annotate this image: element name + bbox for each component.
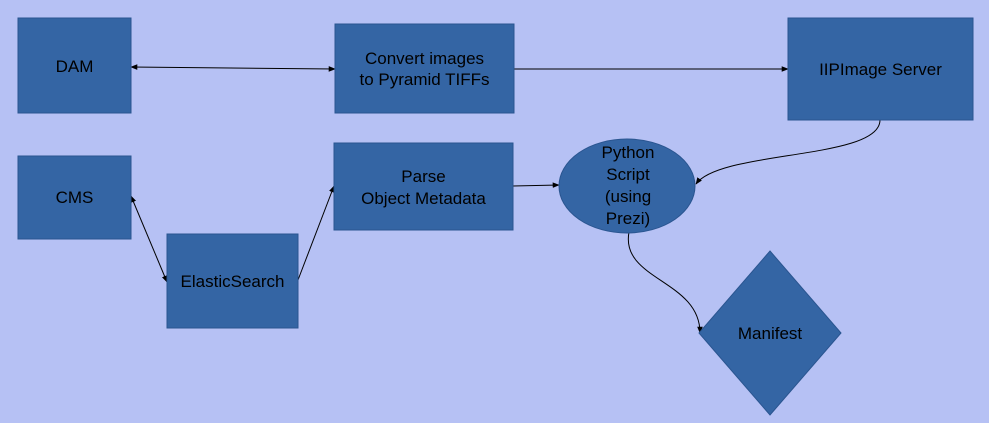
node-python-line3: (using [605, 187, 651, 206]
node-dam-label: DAM [56, 57, 94, 76]
edge-python-manifest [627, 231, 703, 334]
edge-parse-python [512, 182, 560, 188]
node-iip-label: IIPImage Server [819, 60, 942, 79]
node-parse-label-line2: Object Metadata [361, 189, 486, 208]
node-convert[interactable]: Convert images to Pyramid TIFFs [334, 23, 515, 114]
node-convert-label-line2: to Pyramid TIFFs [359, 70, 489, 89]
node-elastic[interactable]: ElasticSearch [166, 233, 299, 329]
node-convert-label-line1: Convert images [365, 49, 484, 68]
nodes: DAM Convert images to Pyramid TIFFs IIPI… [17, 17, 974, 416]
node-dam[interactable]: DAM [17, 17, 132, 114]
edge-iip-python [695, 119, 881, 185]
node-manifest[interactable]: Manifest [698, 250, 842, 416]
node-elastic-label: ElasticSearch [181, 272, 285, 291]
node-cms[interactable]: CMS [17, 155, 132, 240]
node-python[interactable]: Python Script (using Prezi) [558, 138, 696, 234]
node-python-line1: Python [602, 143, 655, 162]
node-cms-label: CMS [56, 188, 94, 207]
node-parse-label-line1: Parse [401, 167, 445, 186]
node-manifest-label: Manifest [738, 324, 803, 343]
edge-dam-convert [130, 64, 336, 72]
edges [130, 64, 881, 334]
node-parse[interactable]: Parse Object Metadata [333, 142, 514, 231]
node-python-line4: Prezi) [606, 209, 650, 228]
node-python-line2: Script [606, 165, 650, 184]
node-iip[interactable]: IIPImage Server [787, 17, 974, 121]
edge-elastic-parse [297, 185, 335, 281]
edge-cms-elastic [130, 195, 168, 283]
